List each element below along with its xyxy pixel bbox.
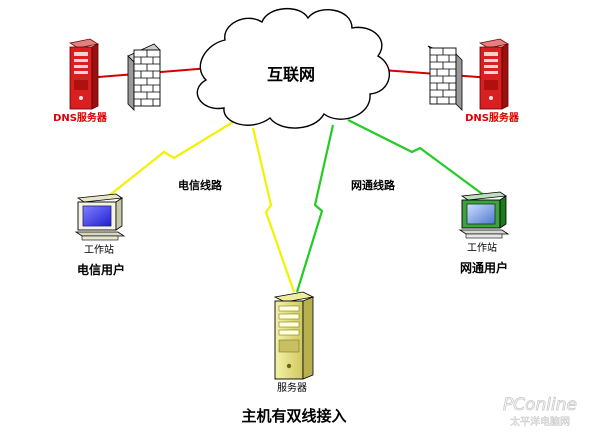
cloud-label: 互联网 <box>267 65 315 84</box>
firewall-right-icon <box>427 45 463 111</box>
dns-server-right-icon <box>478 38 510 110</box>
netcom-line-to-server <box>295 124 335 293</box>
ws-right-caption: 工作站 <box>467 241 497 254</box>
dns-left-label: DNS服务器 <box>53 111 108 124</box>
workstation-left-icon <box>74 193 126 241</box>
watermark-brand: PConline <box>503 395 577 415</box>
server-caption: 服务器 <box>277 381 307 394</box>
main-server-icon <box>273 291 315 380</box>
watermark-sub: 太平洋电脑网 <box>510 415 570 428</box>
diagram-title: 主机有双线接入 <box>241 407 346 425</box>
telecom-line-to-user <box>105 121 234 199</box>
telecom-line-to-server <box>251 127 296 293</box>
line-label-netcom: 网通线路 <box>351 178 396 192</box>
firewall-left-icon <box>127 43 161 111</box>
netcom-line-to-user <box>347 119 486 197</box>
dns-right-label: DNS服务器 <box>465 111 520 124</box>
watermark-logo: PConline 太平洋电脑网 <box>503 395 578 429</box>
workstation-right-icon <box>458 191 510 239</box>
user-left-label: 电信用户 <box>77 262 125 277</box>
user-right-label: 网通用户 <box>460 260 508 275</box>
line-label-telecom: 电信线路 <box>178 178 223 192</box>
dns-server-left-icon <box>68 38 100 110</box>
ws-left-caption: 工作站 <box>84 243 114 256</box>
internet-cloud-icon <box>196 7 391 129</box>
